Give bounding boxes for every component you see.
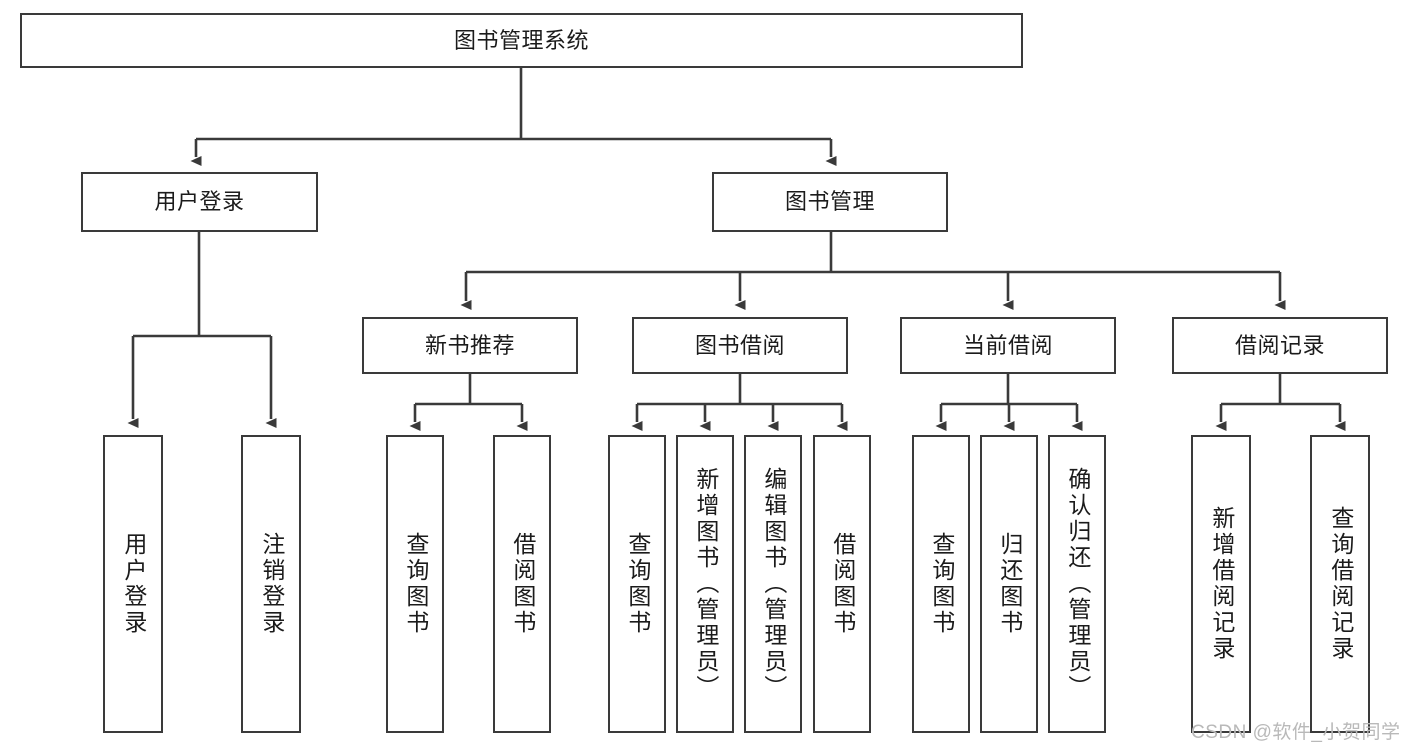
node-leaf-confirm-return[interactable]: 确认归还（管理员） bbox=[1048, 435, 1106, 733]
node-leaf-query-book-3[interactable]: 查询图书 bbox=[912, 435, 970, 733]
node-book-manage[interactable]: 图书管理 bbox=[712, 172, 948, 232]
node-leaf-query-book-2-label: 查询图书 bbox=[624, 532, 651, 636]
node-book-borrow-label: 图书借阅 bbox=[694, 332, 785, 358]
node-leaf-edit-book[interactable]: 编辑图书（管理员） bbox=[744, 435, 802, 733]
node-book-borrow[interactable]: 图书借阅 bbox=[632, 317, 848, 374]
node-leaf-query-record-label: 查询借阅记录 bbox=[1327, 506, 1354, 662]
node-current-borrow[interactable]: 当前借阅 bbox=[900, 317, 1116, 374]
node-leaf-return-book[interactable]: 归还图书 bbox=[980, 435, 1038, 733]
node-leaf-user-logout[interactable]: 注销登录 bbox=[241, 435, 301, 733]
node-leaf-borrow-book-1-label: 借阅图书 bbox=[509, 532, 536, 636]
node-leaf-add-book[interactable]: 新增图书（管理员） bbox=[676, 435, 734, 733]
node-book-manage-label: 图书管理 bbox=[784, 189, 875, 215]
node-root-label: 图书管理系统 bbox=[453, 27, 589, 53]
node-leaf-query-book-1[interactable]: 查询图书 bbox=[386, 435, 444, 733]
node-leaf-return-book-label: 归还图书 bbox=[996, 532, 1023, 636]
node-borrow-record-label: 借阅记录 bbox=[1234, 332, 1325, 358]
node-leaf-query-book-3-label: 查询图书 bbox=[928, 532, 955, 636]
node-leaf-add-book-label: 新增图书（管理员） bbox=[692, 467, 719, 701]
node-leaf-query-record[interactable]: 查询借阅记录 bbox=[1310, 435, 1370, 733]
node-leaf-user-login[interactable]: 用户登录 bbox=[103, 435, 163, 733]
node-leaf-user-login-label: 用户登录 bbox=[120, 532, 147, 636]
node-borrow-record[interactable]: 借阅记录 bbox=[1172, 317, 1388, 374]
node-leaf-borrow-book-2[interactable]: 借阅图书 bbox=[813, 435, 871, 733]
node-current-borrow-label: 当前借阅 bbox=[962, 332, 1053, 358]
node-leaf-query-book-2[interactable]: 查询图书 bbox=[608, 435, 666, 733]
node-leaf-edit-book-label: 编辑图书（管理员） bbox=[760, 467, 787, 701]
node-leaf-query-book-1-label: 查询图书 bbox=[402, 532, 429, 636]
node-leaf-confirm-return-label: 确认归还（管理员） bbox=[1064, 467, 1091, 701]
node-user-login[interactable]: 用户登录 bbox=[81, 172, 318, 232]
node-leaf-user-logout-label: 注销登录 bbox=[258, 532, 285, 636]
node-user-login-label: 用户登录 bbox=[154, 189, 245, 215]
node-new-book-rec-label: 新书推荐 bbox=[424, 332, 515, 358]
csdn-watermark: CSDN @软件_小贺同学 bbox=[1191, 722, 1401, 743]
node-leaf-borrow-book-2-label: 借阅图书 bbox=[829, 532, 856, 636]
node-leaf-add-record[interactable]: 新增借阅记录 bbox=[1191, 435, 1251, 733]
node-leaf-borrow-book-1[interactable]: 借阅图书 bbox=[493, 435, 551, 733]
node-root[interactable]: 图书管理系统 bbox=[20, 13, 1023, 68]
node-leaf-add-record-label: 新增借阅记录 bbox=[1208, 506, 1235, 662]
node-new-book-rec[interactable]: 新书推荐 bbox=[362, 317, 578, 374]
